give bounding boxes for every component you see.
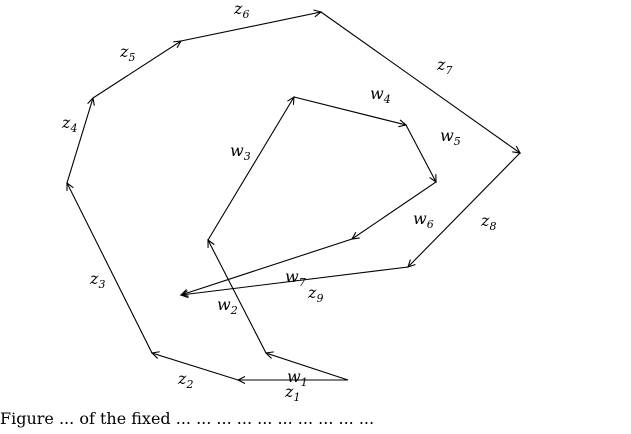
w-arrowhead-4 (398, 119, 408, 128)
w-arrowhead-2 (207, 238, 215, 248)
z-label-2: z2 (177, 369, 193, 391)
segment-labels-layer: z1 z2 z3 z4 z5 z6 z7 z8 z9 w1 w2 w3 w4 w5 w6 w7 (61, 0, 496, 404)
z-label-9: z9 (307, 283, 323, 305)
z-label-4: z4 (61, 113, 77, 135)
z-label-7: z7 (436, 55, 452, 77)
w-arrowhead-1 (264, 351, 274, 359)
w-label-3: w3 (230, 141, 251, 163)
z-label-8: z8 (480, 211, 496, 233)
w-label-6: w6 (413, 209, 434, 231)
curves-layer (66, 11, 521, 381)
z-arrowhead-4 (87, 96, 95, 106)
figure-caption: Figure ... of the fixed ... ... ... ... … (0, 409, 375, 428)
w-label-5: w5 (440, 126, 461, 148)
w-arrowhead-6 (350, 231, 360, 240)
z-arrowhead-5 (173, 40, 183, 49)
z-arrowhead-3 (66, 181, 74, 191)
w-label-4: w4 (370, 84, 391, 106)
z-arrowhead-7 (512, 145, 522, 154)
z-arrowhead-1 (236, 376, 246, 384)
z-arrowhead-8 (407, 259, 416, 268)
w-arrowhead-7 (179, 289, 189, 297)
w-label-7: w7 (285, 267, 306, 289)
z-label-5: z5 (119, 42, 135, 64)
w-arrowhead-3 (287, 95, 295, 105)
w-arrowhead-5 (429, 174, 437, 184)
w-curve-path (180, 96, 437, 381)
w-label-1: w1 (287, 367, 308, 389)
z-arrowhead-2 (150, 351, 160, 359)
z-label-3: z3 (89, 269, 105, 291)
w-label-2: w2 (217, 295, 238, 317)
z-curve-path (66, 11, 521, 381)
z-label-1: z1 (284, 382, 300, 404)
arrowheads-layer (66, 9, 522, 384)
z-arrowhead-6 (313, 9, 323, 18)
z-label-6: z6 (233, 0, 249, 21)
